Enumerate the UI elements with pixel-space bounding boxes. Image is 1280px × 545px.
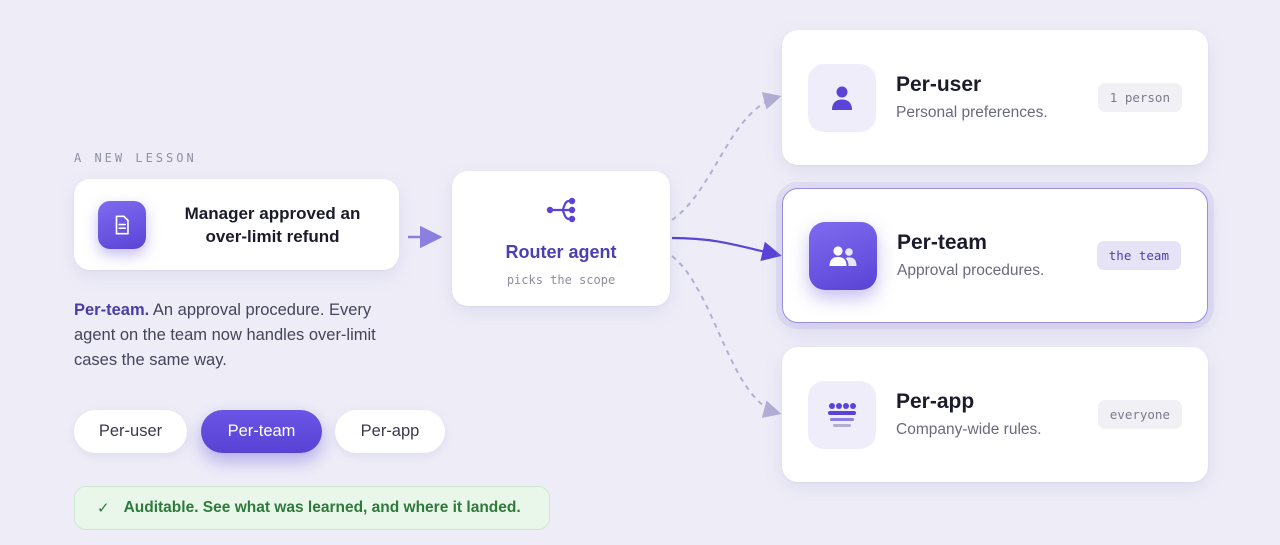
tab-per-team[interactable]: Per-team [201,410,322,453]
scope-badge: everyone [1097,400,1182,429]
router-to-per-user-connector [671,92,782,221]
scope-text: Per-user Personal preferences. [896,73,1098,122]
scope-text: Per-team Approval procedures. [897,231,1097,280]
tab-label: Per-team [227,422,296,440]
scope-badge: the team [1096,241,1181,270]
router-title: Router agent [505,242,617,262]
scope-title: Per-app [896,390,975,413]
scope-description: Per-team. An approval procedure. Every a… [74,298,394,373]
audit-banner: ✓ Auditable. See what was learned, and w… [74,486,550,530]
audit-text: Auditable. See what was learned, and whe… [123,499,521,516]
tab-per-app[interactable]: Per-app [335,410,445,453]
router-to-per-team-connector [671,236,782,262]
lesson-card: Manager approved an over-limit refund [74,179,399,270]
group-icon [809,221,877,290]
tab-label: Per-user [98,422,163,440]
scope-text: Per-app Company-wide rules. [896,390,1098,439]
scope-title: Per-user [896,73,982,96]
section-eyebrow: A NEW LESSON [74,151,197,165]
lesson-text: Manager approved an over-limit refund [184,203,361,246]
scope-card-per-team[interactable]: Per-team Approval procedures. the team [782,188,1208,323]
description-body: An approval procedure. Every agent on th… [74,301,376,369]
scope-subtitle: Personal preferences. [896,104,1048,121]
router-agent-card: Router agent picks the scope [452,171,670,306]
scope-subtitle: Company-wide rules. [896,421,1042,438]
tab-per-user[interactable]: Per-user [74,410,187,453]
tab-label: Per-app [360,422,420,440]
scope-title: Per-team [897,231,987,254]
scope-card-per-user[interactable]: Per-user Personal preferences. 1 person [782,30,1208,165]
scope-badge: 1 person [1097,83,1182,112]
document-icon [98,200,146,249]
router-to-per-app-connector [671,255,782,418]
description-lead: Per-team. [74,301,150,319]
scope-subtitle: Approval procedures. [897,262,1045,279]
crowd-icon [808,380,876,449]
check-icon: ✓ [97,500,110,517]
person-icon [808,63,876,132]
scope-card-per-app[interactable]: Per-app Company-wide rules. everyone [782,347,1208,482]
branch-icon [544,197,578,228]
router-subtitle: picks the scope [506,273,616,287]
